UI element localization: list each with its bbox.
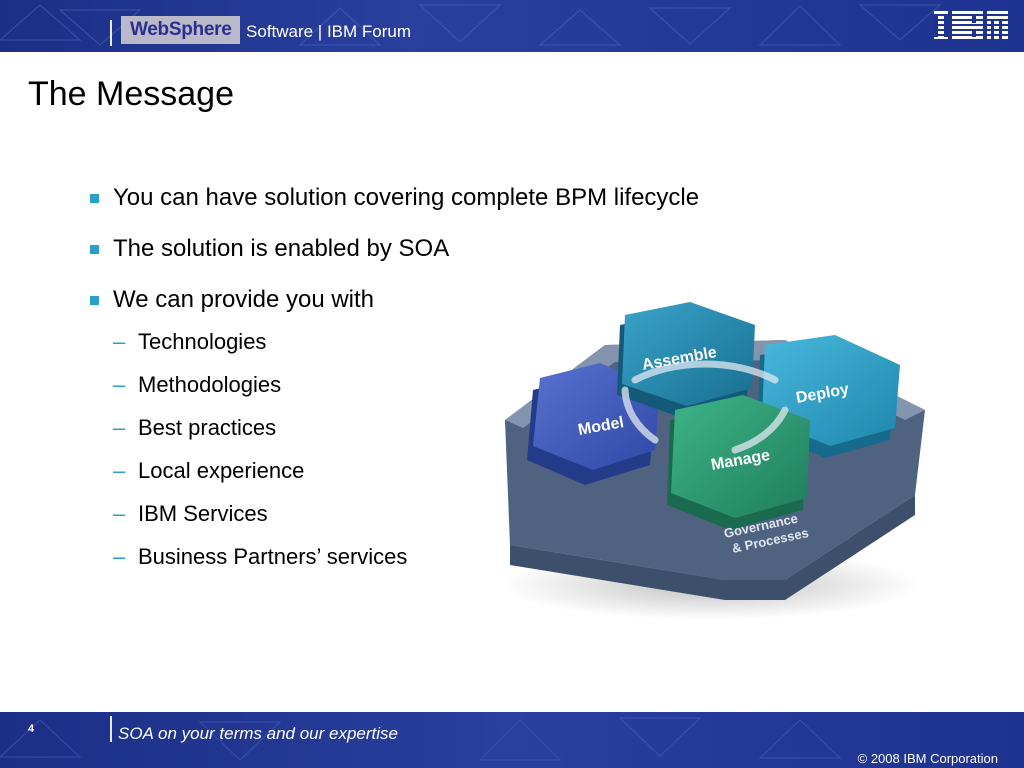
dash-icon: – [113,544,126,569]
dash-icon: – [113,372,126,397]
slide-title: The Message [28,75,234,113]
bullet-square-icon [90,245,99,254]
dash-icon: – [113,415,126,440]
footer-pattern [0,717,842,761]
header-bar: WebSphere Software | IBM Forum [0,0,1024,52]
header-pattern [0,4,942,46]
footer-bar: 4 SOA on your terms and our expertise © … [0,712,1024,768]
bullet-item: We can provide you with [90,285,850,329]
sub-bullet-item: –Best practices [113,415,277,440]
bullet-square-icon [90,296,99,305]
ibm-logo [934,11,1008,41]
sub-bullet-item: –Business Partners’ services [113,544,408,569]
lifecycle-arrows [621,360,789,454]
dash-icon: – [113,501,126,526]
websphere-badge: WebSphere [121,16,241,44]
sub-bullet-item: –Technologies [113,329,267,354]
bullet-list: You can have solution covering complete … [90,183,850,587]
soa-lifecycle-diagram: Assemble Deploy Model Manage Governance … [500,302,925,620]
footer-divider [110,716,112,742]
dash-icon: – [113,458,126,483]
bullet-item: You can have solution covering complete … [90,183,850,234]
sub-bullet-item: –Methodologies [113,372,282,397]
header-subtitle: Software | IBM Forum [246,22,412,41]
bullet-item: The solution is enabled by SOA [90,234,850,285]
copyright-text: © 2008 IBM Corporation [857,751,998,766]
sub-bullet-item: –Local experience [113,458,305,483]
sub-bullet-item: –IBM Services [113,501,268,526]
bullet-square-icon [90,194,99,203]
page-number: 4 [28,723,35,735]
header-divider [110,20,112,46]
assemble-hexagon [617,302,755,418]
dash-icon: – [113,329,126,354]
footer-tagline: SOA on your terms and our expertise [118,724,399,743]
